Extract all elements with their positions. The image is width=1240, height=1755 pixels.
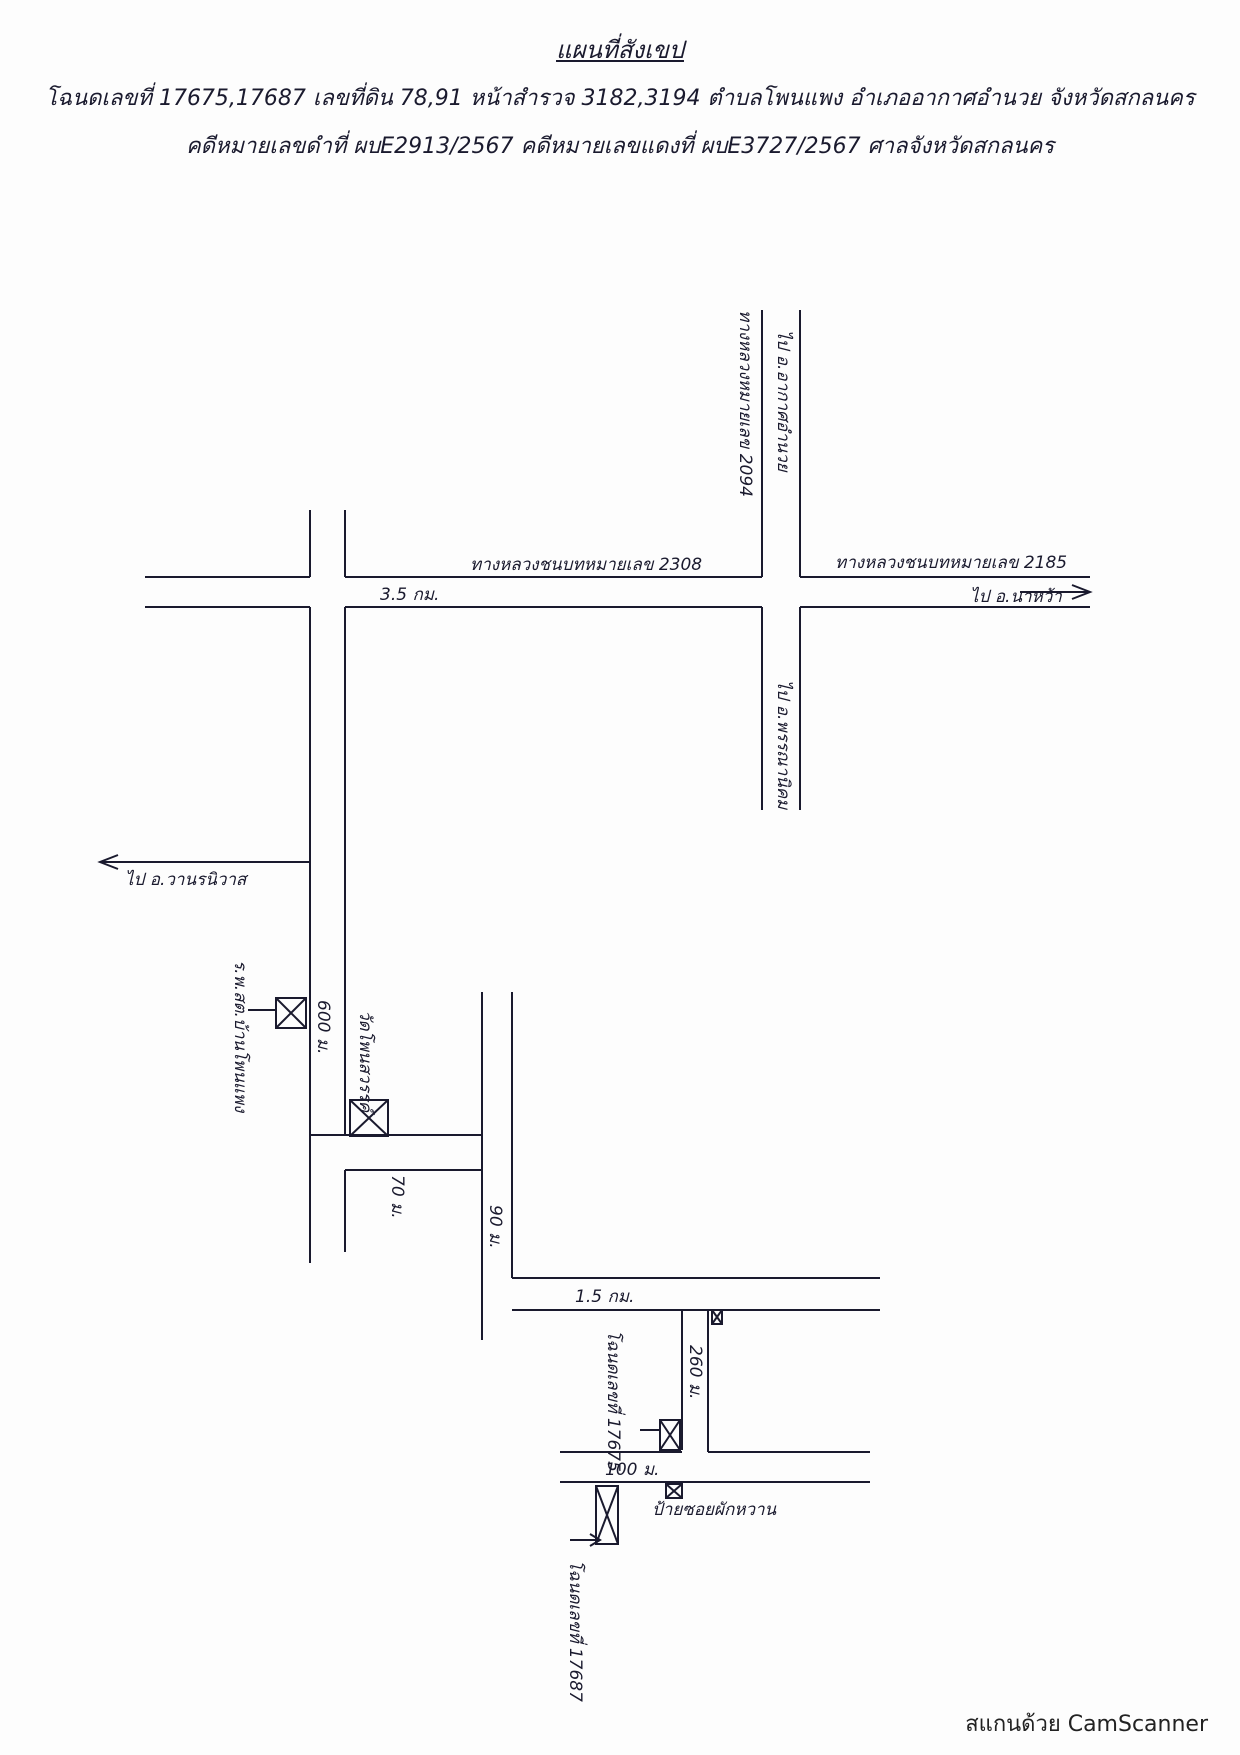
to-naway-label: ไป อ.นาหว้า [970,586,1062,607]
dist-3-5km-label: 3.5 กม. [380,585,439,605]
scanner-watermark: สแกนด้วย CamScanner [965,1712,1208,1737]
dist-600m-label: 600 ม. [313,1000,333,1054]
road-2094-label: ทางหลวงหมายเลข 2094 [735,310,755,497]
case-number-info: คดีหมายเลขดำที่ ผบE2913/2567 คดีหมายเลขแ… [185,134,1055,159]
plot-17687-marker [595,1485,619,1545]
road-2185-label: ทางหลวงชนบทหมายเลข 2185 [835,553,1067,573]
temple-label: วัดโพนสวรรค์ [355,1010,376,1116]
temple-marker [349,1099,389,1137]
sign-kaset-marker [711,1309,723,1325]
to-phanna-label: ไป อ.พรรณานิคม [773,680,794,810]
title-deed-info: โฉนดเลขที่ 17675,17687 เลขที่ดิน 78,91 ห… [45,86,1195,111]
hospital-marker [275,997,307,1029]
to-wanon-label: ไป อ.วานรนิวาส [125,869,249,890]
plot-17675-marker [659,1419,681,1451]
map-title: แผนที่สังเขป [556,36,684,64]
dist-260m-label: 260 ม. [685,1345,705,1399]
to-akat-label: ไป อ.อากาศอำนวย [773,330,794,473]
dist-90m-label: 90 ม. [485,1205,505,1249]
dist-70m-label: 70 ม. [387,1175,407,1219]
road-2308-label: ทางหลวงชนบทหมายเลข 2308 [470,555,702,575]
sign-phakwan-marker [665,1483,683,1499]
hospital-label: ร.พ.สต.บ้านโพนแพง [230,960,251,1114]
plot-17687-label: โฉนดเลขที่ 17687 [565,1560,588,1702]
sign-phakwan-label: ป้ายซอยผักหวาน [652,1500,777,1520]
plot-17675-label: โฉนดเลขที่ 17675 [603,1330,626,1472]
dist-1-5km-label: 1.5 กม. [575,1287,634,1307]
dist-100m-label: 100 ม. [605,1460,659,1480]
